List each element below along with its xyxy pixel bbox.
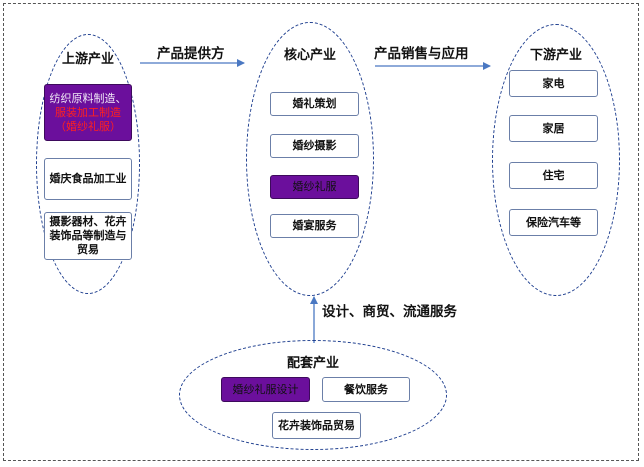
upstream-equipment-box: 摄影器材、花卉装饰品等制造与贸易	[44, 212, 132, 260]
downstream-ellipse	[492, 24, 620, 296]
core-item-wedding-photo: 婚纱摄影	[270, 134, 359, 158]
edge-label-supplier: 产品提供方	[157, 46, 225, 62]
edge-label-services: 设计、商贸、流通服务	[322, 304, 457, 320]
core-ellipse	[246, 22, 374, 296]
upstream-title: 上游产业	[61, 52, 114, 67]
support-ellipse	[179, 340, 447, 450]
upstream-textile-line1: 纺织原料制造、	[49, 91, 127, 105]
support-flower-trade: 花卉装饰品贸易	[272, 412, 361, 439]
core-item-banquet-service: 婚宴服务	[270, 214, 359, 238]
downstream-title: 下游产业	[529, 48, 582, 63]
downstream-item-home: 家居	[509, 115, 598, 142]
support-gown-design: 婚纱礼服设计	[221, 377, 310, 402]
support-catering: 餐饮服务	[322, 377, 410, 402]
edge-label-sales: 产品销售与应用	[374, 46, 469, 62]
support-title: 配套产业	[286, 356, 339, 371]
upstream-food-box: 婚庆食品加工业	[44, 158, 132, 200]
upstream-ellipse	[36, 34, 140, 294]
core-item-wedding-gown: 婚纱礼服	[270, 175, 359, 199]
upstream-textile-box: 纺织原料制造、 服装加工制造 （婚纱礼服）	[44, 84, 132, 141]
downstream-item-insurance-auto: 保险汽车等	[509, 209, 598, 236]
upstream-textile-line2: 服装加工制造	[55, 105, 121, 119]
diagram-frame	[3, 3, 639, 461]
upstream-textile-line3: （婚纱礼服）	[55, 119, 121, 133]
core-item-wedding-planning: 婚礼策划	[270, 92, 359, 116]
downstream-item-appliances: 家电	[509, 70, 598, 97]
core-title: 核心产业	[283, 48, 336, 63]
downstream-item-housing: 住宅	[509, 162, 598, 189]
